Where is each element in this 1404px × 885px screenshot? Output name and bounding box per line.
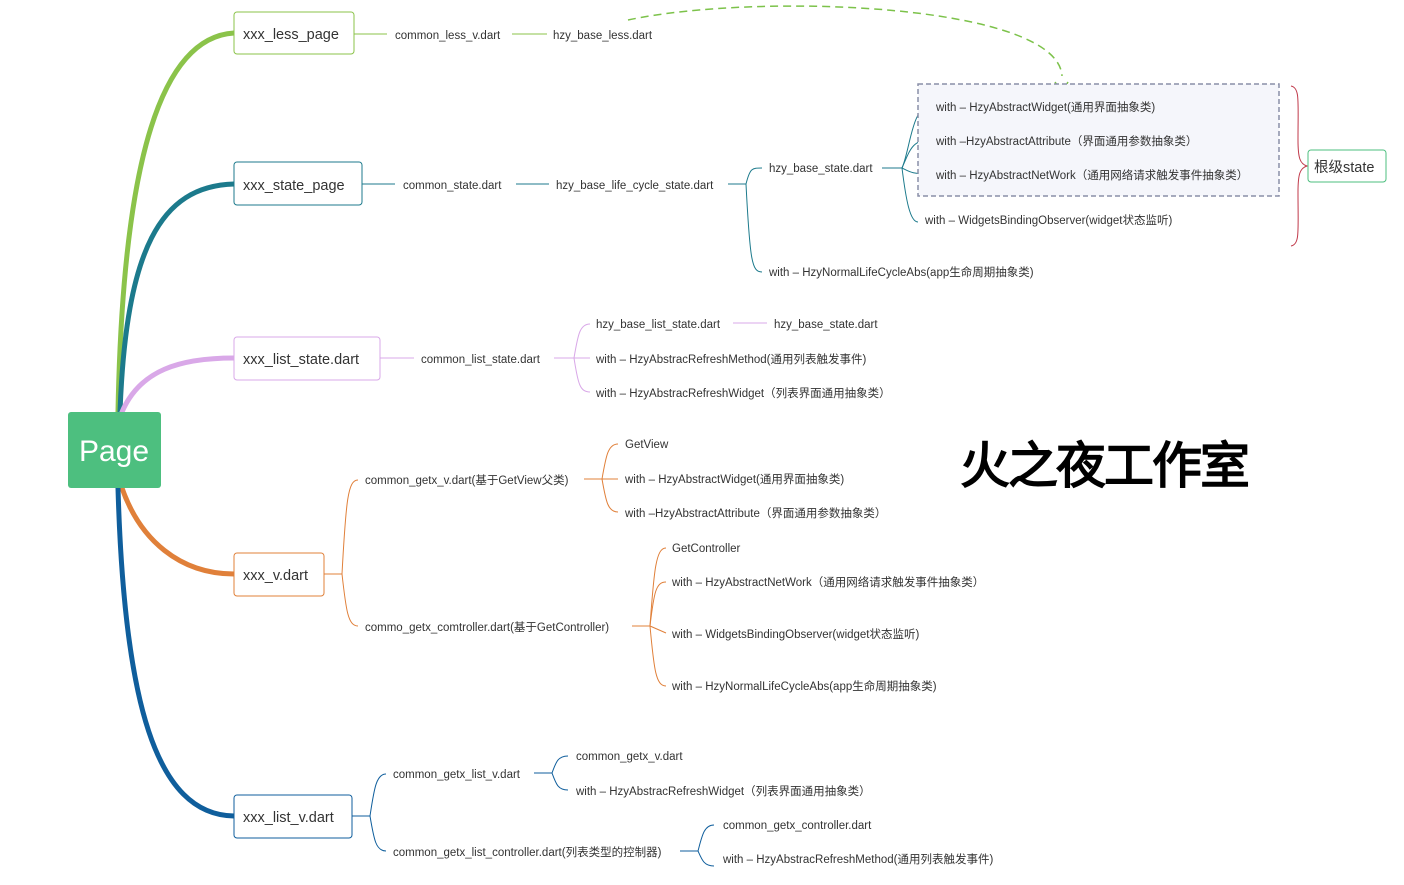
node-mixin-normal-lifecycle[interactable]: with – HzyNormalLifeCycleAbs(app生命周期抽象类) bbox=[768, 265, 1034, 279]
node-refresh-widget[interactable]: with – HzyAbstracRefreshWidget（列表界面通用抽象类… bbox=[595, 386, 891, 400]
node-list-state-page[interactable]: xxx_list_state.dart bbox=[233, 336, 381, 381]
node-lv-refresh-widget[interactable]: with – HzyAbstracRefreshWidget（列表界面通用抽象类… bbox=[575, 784, 871, 798]
node-list-v-page-label: xxx_list_v.dart bbox=[243, 810, 334, 826]
main-branches bbox=[115, 30, 237, 819]
node-c-mixin-lifecycle[interactable]: with – HzyNormalLifeCycleAbs(app生命周期抽象类) bbox=[671, 679, 937, 693]
node-c-mixin-network[interactable]: with – HzyAbstractNetWork（通用网络请求触发事件抽象类） bbox=[671, 575, 984, 589]
node-less-page[interactable]: xxx_less_page bbox=[233, 11, 355, 55]
group-list-v-lines bbox=[352, 755, 715, 867]
node-common-getx-list-v[interactable]: common_getx_list_v.dart bbox=[393, 769, 521, 781]
summary-bracket bbox=[1290, 85, 1309, 247]
node-life-cycle-state[interactable]: hzy_base_life_cycle_state.dart bbox=[556, 180, 714, 192]
branch-v bbox=[119, 485, 237, 577]
node-common-list-state[interactable]: common_list_state.dart bbox=[421, 354, 541, 366]
node-v-mixin-widget[interactable]: with – HzyAbstractWidget(通用界面抽象类) bbox=[624, 472, 844, 486]
node-lc-refresh-method[interactable]: with – HzyAbstracRefreshMethod(通用列表触发事件) bbox=[722, 852, 993, 866]
group-v-lines bbox=[324, 443, 667, 687]
node-root-state-label: 根级state bbox=[1314, 159, 1374, 176]
node-common-getx-v[interactable]: common_getx_v.dart(基于GetView父类) bbox=[365, 473, 569, 487]
mixin-group-box bbox=[917, 83, 1280, 197]
node-lc-getx-controller[interactable]: common_getx_controller.dart bbox=[723, 820, 872, 832]
node-mixin-observer[interactable]: with – WidgetsBindingObserver(widget状态监听… bbox=[924, 213, 1173, 227]
node-base-list-state[interactable]: hzy_base_list_state.dart bbox=[596, 319, 721, 331]
group-list-state-lines bbox=[380, 322, 767, 393]
node-refresh-method[interactable]: with – HzyAbstracRefreshMethod(通用列表触发事件) bbox=[595, 352, 866, 366]
node-v-mixin-attribute[interactable]: with –HzyAbstractAttribute（界面通用参数抽象类） bbox=[624, 506, 886, 520]
node-mixin-widget[interactable]: with – HzyAbstractWidget(通用界面抽象类) bbox=[935, 100, 1155, 114]
root-label: Page bbox=[79, 435, 149, 468]
branch-list-state bbox=[119, 355, 237, 415]
branch-state bbox=[117, 181, 237, 415]
node-common-less[interactable]: common_less_v.dart bbox=[395, 30, 501, 42]
node-list-state-page-label: xxx_list_state.dart bbox=[243, 352, 359, 368]
node-v-page[interactable]: xxx_v.dart bbox=[233, 552, 325, 597]
root-node[interactable]: Page bbox=[68, 412, 161, 488]
node-v-page-label: xxx_v.dart bbox=[243, 568, 308, 584]
node-base-state[interactable]: hzy_base_state.dart bbox=[769, 163, 873, 175]
node-list-v-page[interactable]: xxx_list_v.dart bbox=[233, 794, 353, 839]
node-root-state[interactable]: 根级state bbox=[1307, 149, 1387, 183]
node-list-base-state[interactable]: hzy_base_state.dart bbox=[774, 319, 878, 331]
branch-list-v bbox=[115, 485, 237, 819]
node-common-state[interactable]: common_state.dart bbox=[403, 180, 502, 192]
branch-less bbox=[115, 30, 237, 415]
dashed-link bbox=[627, 5, 1069, 94]
node-mixin-network[interactable]: with – HzyAbstractNetWork（通用网络请求触发事件抽象类） bbox=[935, 168, 1248, 182]
node-getcontroller[interactable]: GetController bbox=[672, 543, 741, 555]
node-state-page[interactable]: xxx_state_page bbox=[233, 161, 363, 206]
node-less-page-label: xxx_less_page bbox=[243, 27, 339, 43]
node-common-getx-list-controller[interactable]: common_getx_list_controller.dart(列表类型的控制… bbox=[393, 845, 662, 859]
node-base-less[interactable]: hzy_base_less.dart bbox=[553, 30, 653, 42]
node-state-page-label: xxx_state_page bbox=[243, 178, 345, 194]
node-getx-controller[interactable]: commo_getx_comtroller.dart(基于GetControll… bbox=[365, 621, 609, 634]
node-lv-getx-v[interactable]: common_getx_v.dart bbox=[576, 751, 683, 763]
node-c-mixin-observer[interactable]: with – WidgetsBindingObserver(widget状态监听… bbox=[671, 627, 920, 641]
node-mixin-attribute[interactable]: with –HzyAbstractAttribute（界面通用参数抽象类） bbox=[935, 134, 1197, 148]
node-getview[interactable]: GetView bbox=[625, 439, 669, 451]
watermark-text: 火之夜工作室 bbox=[960, 437, 1249, 495]
